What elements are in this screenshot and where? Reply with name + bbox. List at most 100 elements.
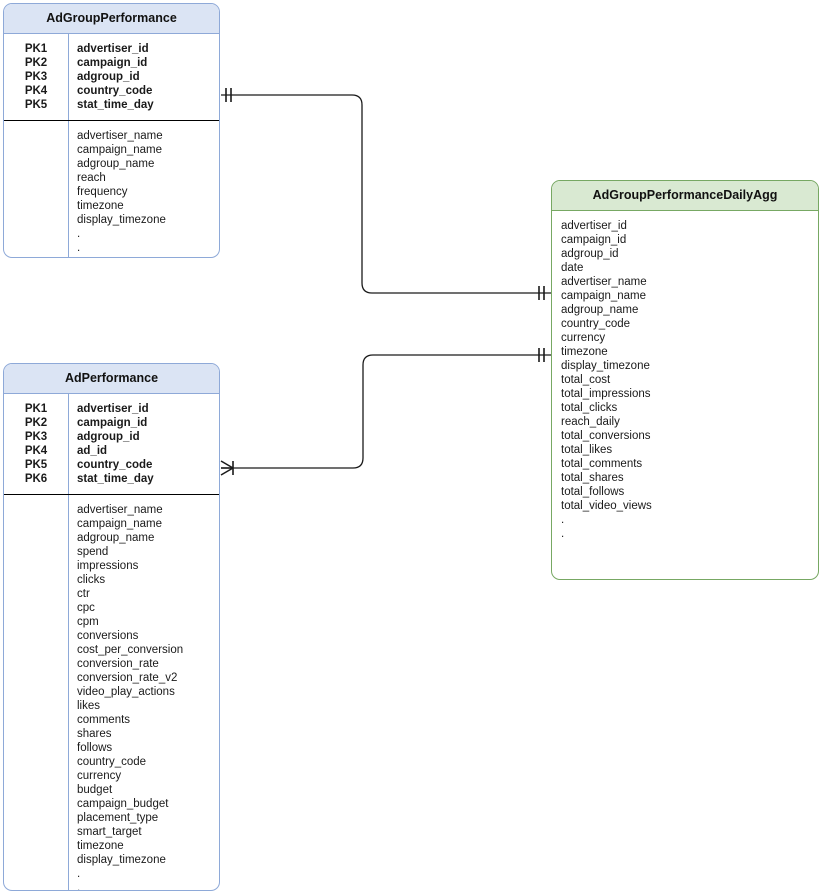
pk-label-column: PK1 PK2 PK3 PK4 PK5 bbox=[4, 34, 69, 120]
attribute-ellipsis: . bbox=[77, 868, 81, 880]
attribute-key-spacer bbox=[4, 121, 69, 257]
attribute: total_video_views bbox=[561, 500, 652, 512]
attribute: display_timezone bbox=[77, 854, 166, 866]
attribute: country_code bbox=[561, 318, 631, 330]
attribute: likes bbox=[77, 700, 101, 712]
attribute: clicks bbox=[77, 574, 106, 586]
attribute: total_impressions bbox=[561, 388, 651, 400]
pk-field: campaign_id bbox=[77, 57, 148, 69]
attribute: advertiser_name bbox=[77, 130, 163, 142]
attribute-ellipsis: . bbox=[77, 882, 81, 891]
entity-ad-performance[interactable]: AdPerformance PK1 PK2 PK3 PK4 PK5 PK6 ad… bbox=[3, 363, 220, 891]
attribute: campaign_name bbox=[77, 144, 163, 156]
entity-adgroup-performance[interactable]: AdGroupPerformance PK1 PK2 PK3 PK4 PK5 a… bbox=[3, 3, 220, 258]
pk-field: campaign_id bbox=[77, 417, 148, 429]
attribute: placement_type bbox=[77, 812, 159, 824]
attribute: conversion_rate bbox=[77, 658, 159, 670]
entity-title-adgroup-performance-daily-agg: AdGroupPerformanceDailyAgg bbox=[552, 181, 818, 211]
attribute: advertiser_id bbox=[561, 220, 627, 232]
attribute: follows bbox=[77, 742, 113, 754]
entity-title-adgroup-performance: AdGroupPerformance bbox=[4, 4, 219, 34]
attribute: spend bbox=[77, 546, 109, 558]
pk-field: advertiser_id bbox=[77, 403, 149, 415]
attribute: date bbox=[561, 262, 584, 274]
primary-key-section: PK1 PK2 PK3 PK4 PK5 PK6 advertiser_id ca… bbox=[4, 394, 219, 495]
attribute: adgroup_id bbox=[561, 248, 619, 260]
attribute: total_clicks bbox=[561, 402, 618, 414]
cardinality-many-left bbox=[220, 460, 234, 476]
attribute: timezone bbox=[77, 200, 124, 212]
pk-field: ad_id bbox=[77, 445, 108, 457]
entity-body-adgroup-performance-daily-agg: advertiser_id campaign_id adgroup_id dat… bbox=[552, 211, 818, 549]
attribute-ellipsis: . bbox=[561, 528, 565, 540]
attribute: total_conversions bbox=[561, 430, 651, 442]
attribute-column: advertiser_name campaign_name adgroup_na… bbox=[69, 495, 219, 891]
attribute: display_timezone bbox=[77, 214, 166, 226]
attribute: total_likes bbox=[561, 444, 613, 456]
attribute: adgroup_name bbox=[561, 304, 639, 316]
attribute: total_shares bbox=[561, 472, 624, 484]
attribute: adgroup_name bbox=[77, 532, 155, 544]
relationship-ad-to-agg[interactable] bbox=[220, 348, 551, 476]
attribute: reach_daily bbox=[561, 416, 620, 428]
attribute: cost_per_conversion bbox=[77, 644, 184, 656]
entity-title-ad-performance: AdPerformance bbox=[4, 364, 219, 394]
attribute: timezone bbox=[77, 840, 124, 852]
attribute: timezone bbox=[561, 346, 608, 358]
pk-label: PK2 bbox=[24, 417, 48, 429]
attribute: advertiser_name bbox=[561, 276, 647, 288]
cardinality-one-one-right bbox=[538, 286, 545, 300]
pk-label: PK3 bbox=[24, 431, 48, 443]
attribute-ellipsis: . bbox=[561, 514, 565, 526]
attribute: campaign_name bbox=[561, 290, 647, 302]
pk-field: country_code bbox=[77, 459, 153, 471]
attribute: campaign_budget bbox=[77, 798, 169, 810]
attribute-ellipsis: . bbox=[77, 242, 81, 254]
attribute: video_play_actions bbox=[77, 686, 175, 698]
pk-label: PK1 bbox=[24, 403, 48, 415]
pk-field-column: advertiser_id campaign_id adgroup_id ad_… bbox=[69, 394, 219, 494]
pk-label-column: PK1 PK2 PK3 PK4 PK5 PK6 bbox=[4, 394, 69, 494]
cardinality-one-one-right-2 bbox=[538, 348, 545, 362]
attribute: comments bbox=[77, 714, 131, 726]
pk-field: country_code bbox=[77, 85, 153, 97]
attribute: total_follows bbox=[561, 486, 625, 498]
attribute: campaign_id bbox=[561, 234, 627, 246]
entity-body-adgroup-performance: PK1 PK2 PK3 PK4 PK5 advertiser_id campai… bbox=[4, 34, 219, 257]
attribute-section: advertiser_name campaign_name adgroup_na… bbox=[4, 495, 219, 891]
attribute-section: advertiser_name campaign_name adgroup_na… bbox=[4, 121, 219, 257]
attribute: shares bbox=[77, 728, 112, 740]
attribute: conversion_rate_v2 bbox=[77, 672, 178, 684]
attribute: campaign_name bbox=[77, 518, 163, 530]
primary-key-section: PK1 PK2 PK3 PK4 PK5 advertiser_id campai… bbox=[4, 34, 219, 121]
attribute: ctr bbox=[77, 588, 90, 600]
attribute: total_comments bbox=[561, 458, 643, 470]
attribute: advertiser_name bbox=[77, 504, 163, 516]
pk-label: PK1 bbox=[24, 43, 48, 55]
pk-field: adgroup_id bbox=[77, 431, 140, 443]
cardinality-one-one-left bbox=[225, 88, 232, 102]
attribute: frequency bbox=[77, 186, 128, 198]
attribute: reach bbox=[77, 172, 106, 184]
pk-label: PK5 bbox=[24, 99, 48, 111]
pk-field: adgroup_id bbox=[77, 71, 140, 83]
pk-field-column: advertiser_id campaign_id adgroup_id cou… bbox=[69, 34, 219, 120]
relationship-adgroup-to-agg[interactable] bbox=[221, 88, 551, 300]
pk-field: advertiser_id bbox=[77, 43, 149, 55]
attribute: smart_target bbox=[77, 826, 142, 838]
attribute: currency bbox=[77, 770, 122, 782]
attribute-column: advertiser_name campaign_name adgroup_na… bbox=[69, 121, 219, 257]
pk-label: PK5 bbox=[24, 459, 48, 471]
pk-label: PK4 bbox=[24, 85, 48, 97]
entity-adgroup-performance-daily-agg[interactable]: AdGroupPerformanceDailyAgg advertiser_id… bbox=[551, 180, 819, 580]
pk-field: stat_time_day bbox=[77, 473, 154, 485]
attribute: cpc bbox=[77, 602, 95, 614]
attribute: conversions bbox=[77, 630, 139, 642]
pk-label: PK2 bbox=[24, 57, 48, 69]
entity-body-ad-performance: PK1 PK2 PK3 PK4 PK5 PK6 advertiser_id ca… bbox=[4, 394, 219, 891]
attribute: cpm bbox=[77, 616, 99, 628]
attribute-ellipsis: . bbox=[77, 228, 81, 240]
pk-label: PK4 bbox=[24, 445, 48, 457]
attribute-key-spacer bbox=[4, 495, 69, 890]
pk-label: PK6 bbox=[24, 473, 48, 485]
